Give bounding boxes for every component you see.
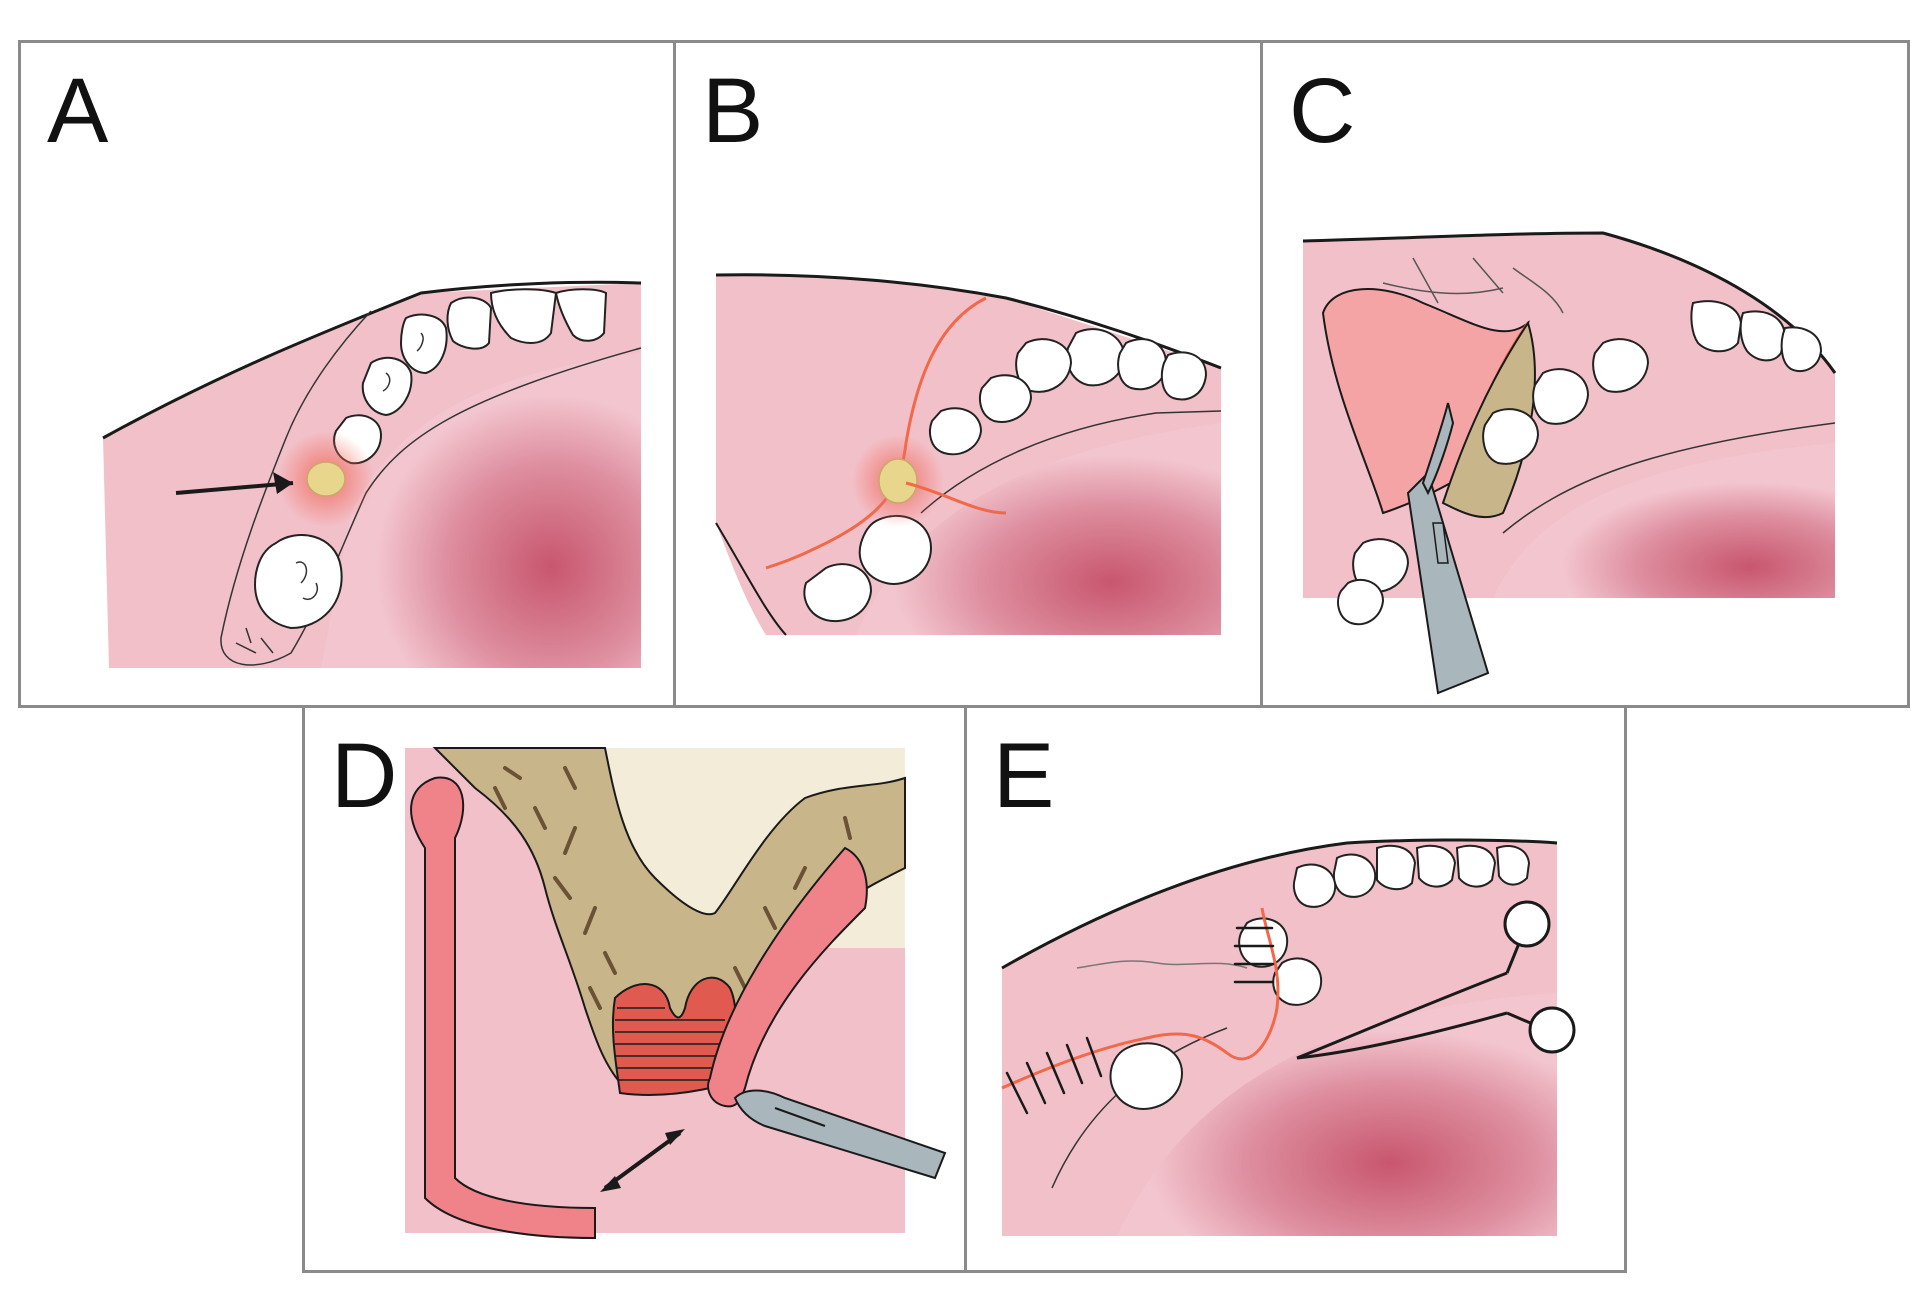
panel-d: D: [302, 705, 967, 1273]
panel-c-illustration: [1302, 231, 1837, 695]
panel-a: A: [18, 40, 676, 708]
alveolar-ridge: [920, 410, 1222, 514]
lip-line: [102, 280, 642, 440]
periosteal-elevator: [1406, 471, 1490, 695]
incision-line: [1001, 907, 1280, 1090]
flap-approximation-arrow: [603, 1131, 682, 1190]
palatal-rugae: [1382, 257, 1564, 314]
needle-holder-ring-lower: [1528, 1006, 1576, 1054]
lip-line: [1001, 838, 1558, 970]
panel-b-illustration: [715, 273, 1222, 636]
pointer-arrowhead: [273, 472, 293, 494]
floor-of-mouth: [1493, 443, 1835, 598]
panel-d-illustration: [405, 747, 947, 1240]
alveolar-ridge: [1502, 422, 1836, 534]
elevator-tip: [1421, 402, 1455, 496]
tooth-grooves: [295, 332, 424, 600]
elevator-slot: [1432, 522, 1449, 564]
lesion: [878, 458, 918, 504]
needle-holder-ring-upper: [1503, 900, 1551, 948]
floor-of-mouth: [321, 353, 641, 668]
panel-c: C: [1260, 40, 1910, 708]
granulation-hatching: [615, 1007, 730, 1081]
panel-label-c: C: [1289, 60, 1356, 162]
alveolar-ridge: [220, 310, 642, 666]
panel-a-illustration: [102, 280, 642, 668]
sutures: [1005, 926, 1275, 1115]
lesion: [306, 461, 346, 497]
palatal-flap: [707, 846, 868, 1108]
teeth: [1109, 844, 1531, 1110]
teeth: [803, 328, 1208, 623]
floor-of-mouth: [856, 423, 1221, 635]
panel-label-b: B: [702, 60, 764, 162]
panel-e: E: [964, 705, 1627, 1273]
panel-label-a: A: [47, 60, 109, 162]
scalpel-slot: [774, 1107, 826, 1127]
vestibule-line: [715, 522, 787, 636]
pointer-arrow: [175, 481, 294, 495]
buccal-flap: [410, 776, 596, 1240]
panel-e-illustration: [1001, 838, 1576, 1236]
root-sketch: [235, 627, 274, 654]
teeth: [1337, 300, 1823, 626]
panel-label-d: D: [331, 725, 398, 827]
lip-line: [1302, 231, 1837, 374]
gray-gingival-line: [1076, 960, 1248, 969]
arrowhead-lower: [600, 1176, 621, 1192]
retained-molar: [254, 534, 343, 630]
incision-line-lower: [905, 481, 1007, 515]
panel-b: B: [673, 40, 1263, 708]
floor-of-mouth: [1117, 993, 1557, 1236]
granulation-tissue: [611, 976, 737, 1096]
panel-label-e: E: [993, 725, 1055, 827]
teeth: [254, 288, 608, 630]
arrowhead-upper: [665, 1129, 685, 1145]
